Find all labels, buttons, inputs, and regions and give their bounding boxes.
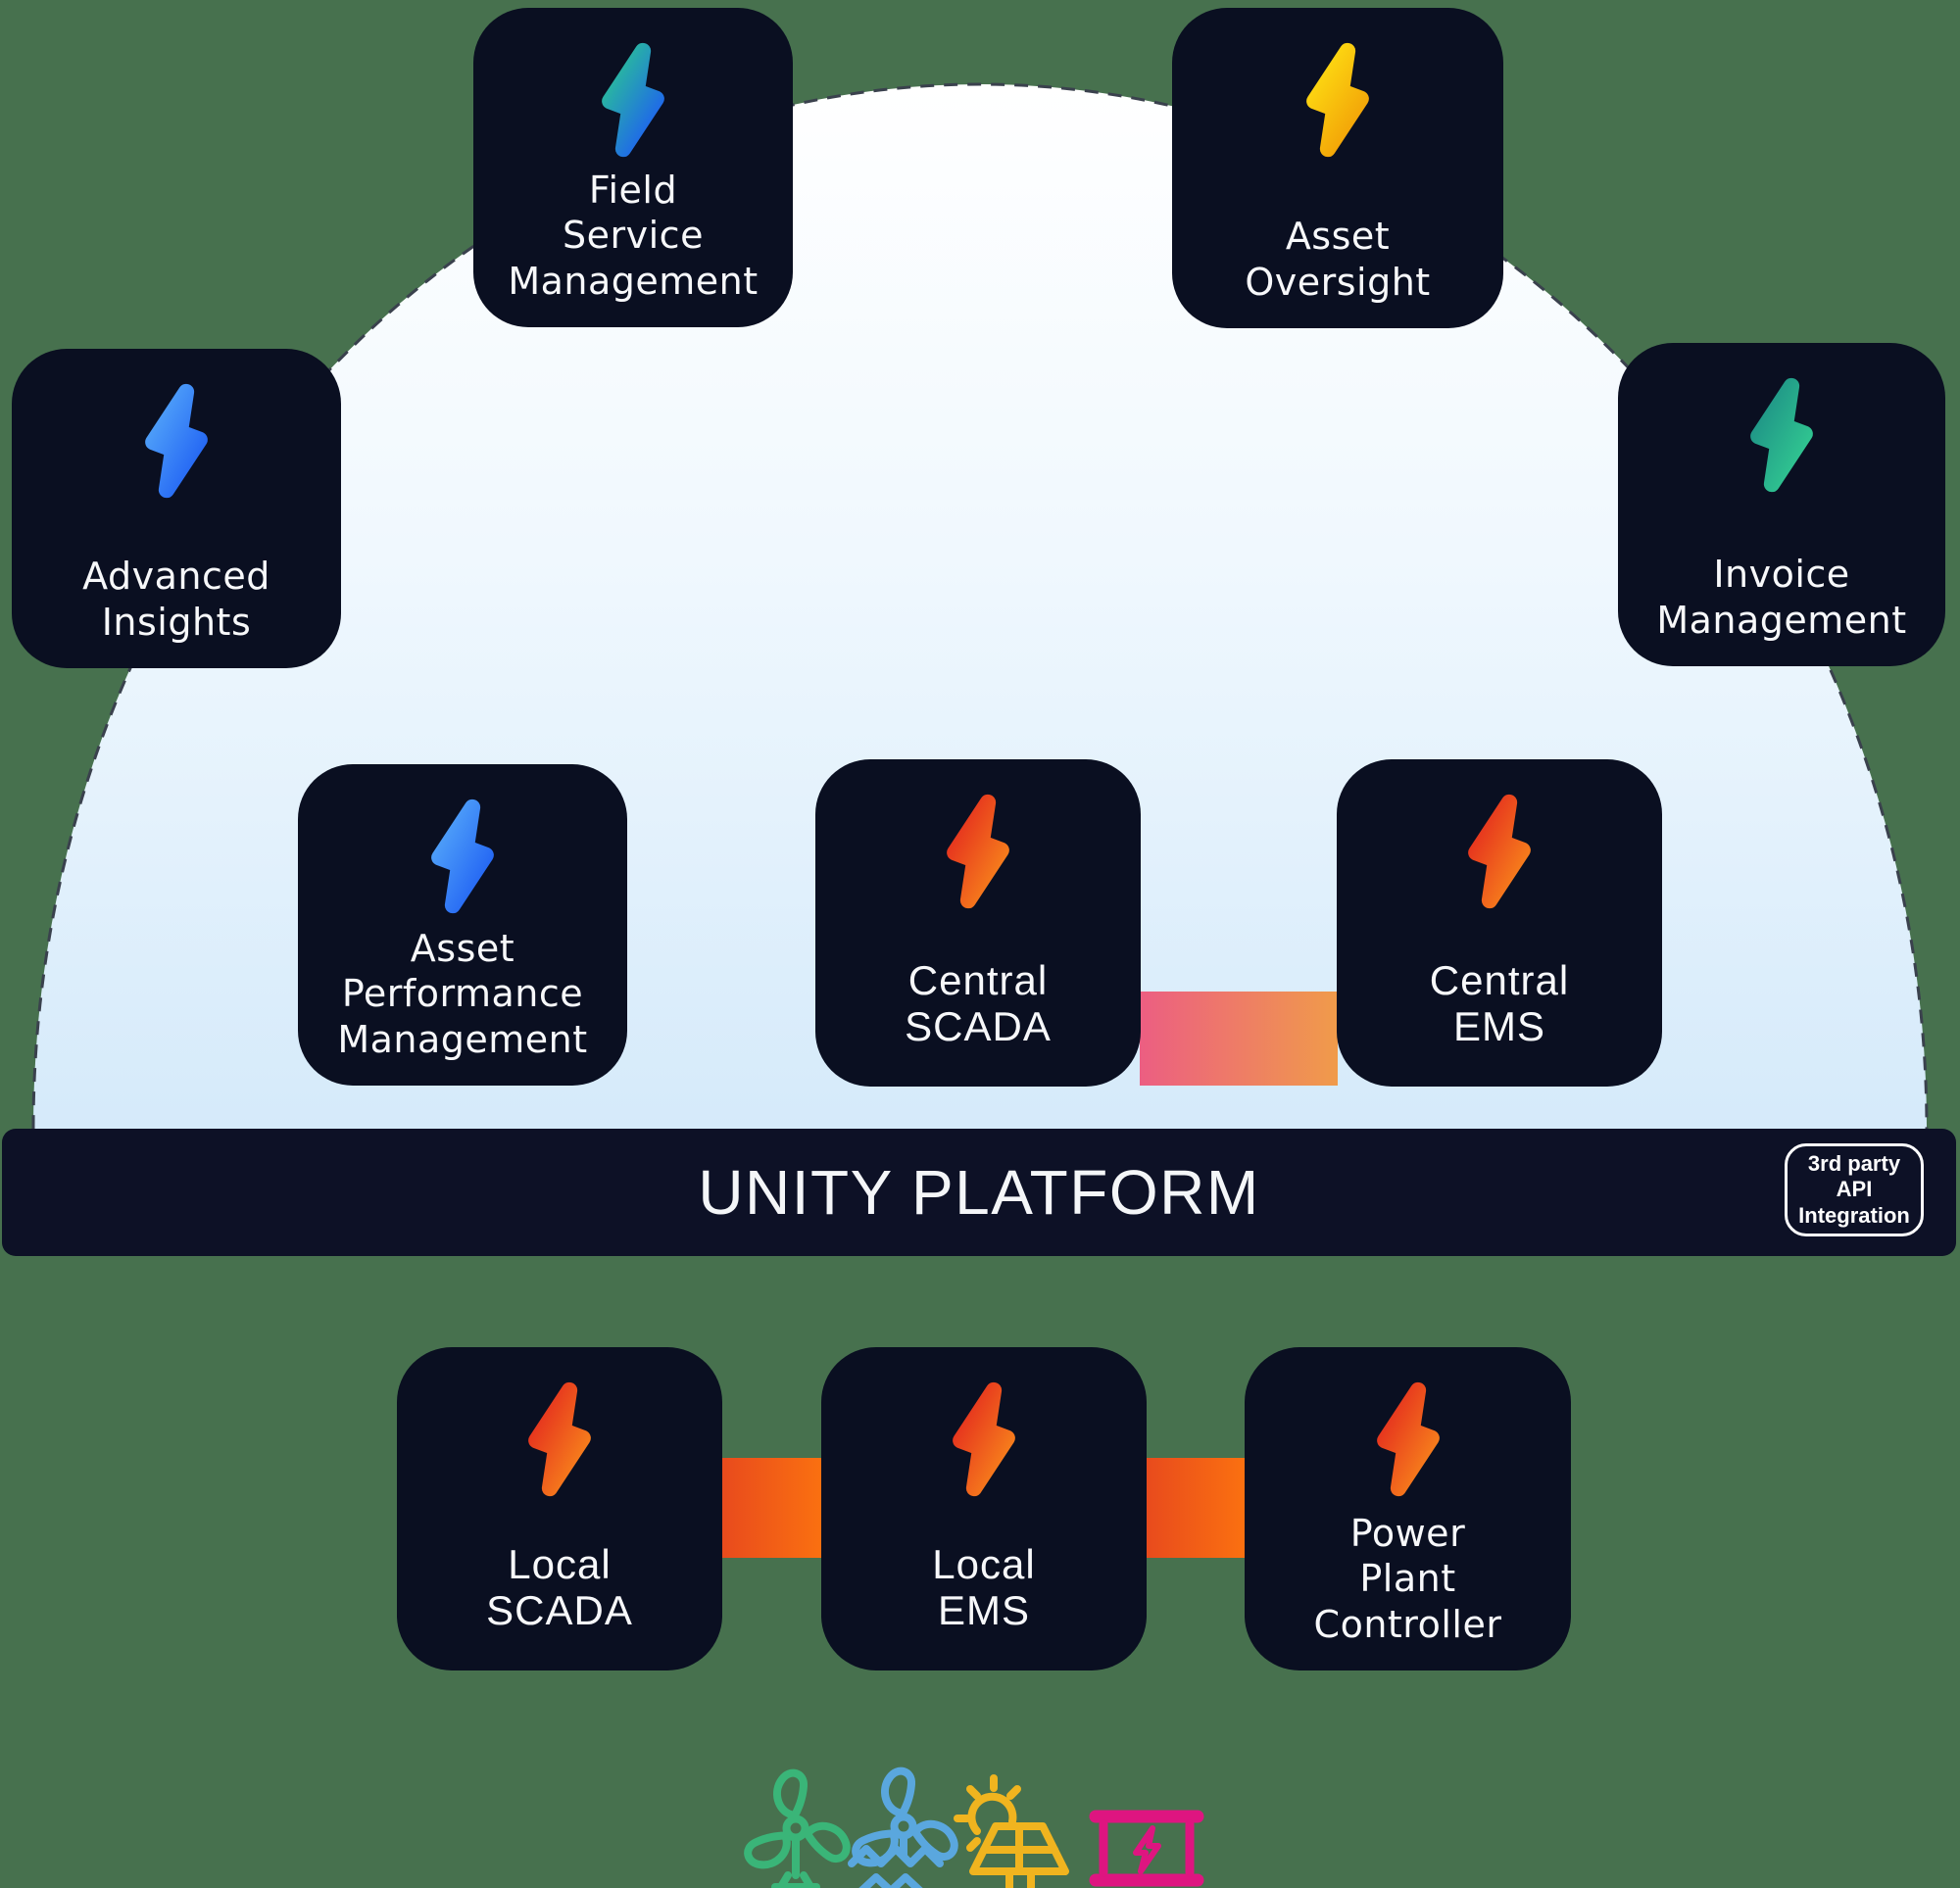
- card-asset-oversight: Asset Oversight: [1172, 8, 1503, 328]
- bolt-icon: [939, 1380, 1029, 1498]
- bolt-icon: [1454, 793, 1544, 910]
- card-label: Power Plant Controller: [1313, 1511, 1502, 1646]
- card-power-plant-controller: Power Plant Controller: [1245, 1347, 1571, 1670]
- card-label: Local EMS: [932, 1540, 1036, 1633]
- card-field-service-management: Field Service Management: [473, 8, 793, 327]
- card-label: Local SCADA: [486, 1540, 633, 1633]
- local-ems-ppc-connector: [1145, 1458, 1247, 1558]
- unity-platform-bar: UNITY PLATFORM 3rd party API Integration: [2, 1129, 1956, 1256]
- onshore-wind-icon: [732, 1752, 859, 1888]
- battery-storage-icon: [1089, 1810, 1204, 1887]
- offshore-wind-icon: [848, 1752, 967, 1888]
- bolt-icon: [1293, 41, 1383, 159]
- card-central-ems: Central EMS: [1337, 759, 1662, 1087]
- card-label: Asset Performance Management: [337, 926, 588, 1061]
- third-party-api-badge-label: 3rd party API Integration: [1798, 1150, 1910, 1228]
- card-central-scada: Central SCADA: [815, 759, 1141, 1087]
- card-label: Central SCADA: [905, 956, 1052, 1049]
- card-label: Invoice Management: [1656, 553, 1907, 642]
- local-scada-ems-connector: [720, 1458, 824, 1558]
- third-party-api-badge: 3rd party API Integration: [1785, 1143, 1924, 1236]
- card-local-scada: Local SCADA: [397, 1347, 722, 1670]
- bolt-icon: [588, 41, 678, 159]
- central-scada-ems-connector: [1140, 992, 1338, 1086]
- bolt-icon: [514, 1380, 605, 1498]
- card-local-ems: Local EMS: [821, 1347, 1147, 1670]
- card-label: Asset Oversight: [1245, 215, 1431, 304]
- bolt-icon: [417, 798, 508, 915]
- card-label: Central EMS: [1429, 956, 1570, 1049]
- bolt-icon: [1737, 376, 1827, 494]
- card-advanced-insights: Advanced Insights: [12, 349, 341, 668]
- bolt-icon: [1363, 1380, 1453, 1498]
- solar-panel-icon: [954, 1774, 1069, 1888]
- card-asset-performance-management: Asset Performance Management: [298, 764, 627, 1086]
- card-label: Field Service Management: [508, 168, 759, 303]
- bolt-icon: [131, 382, 221, 500]
- bolt-icon: [933, 793, 1023, 910]
- card-invoice-management: Invoice Management: [1618, 343, 1945, 666]
- platform-title: UNITY PLATFORM: [698, 1157, 1260, 1228]
- card-label: Advanced Insights: [82, 555, 270, 644]
